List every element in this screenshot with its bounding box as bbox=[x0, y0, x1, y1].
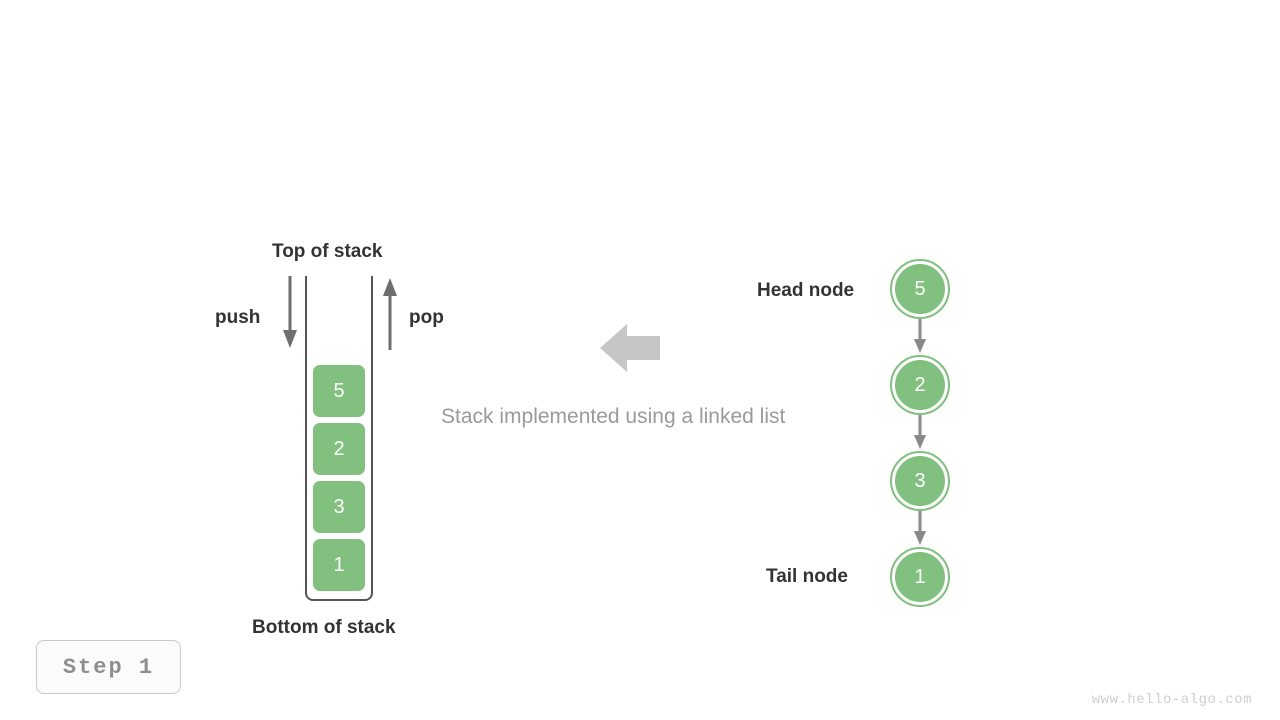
top-of-stack-label: Top of stack bbox=[272, 241, 383, 262]
linked-list-node: 5 bbox=[890, 259, 950, 319]
site-watermark: www.hello-algo.com bbox=[1091, 692, 1252, 708]
arrow-left-icon bbox=[600, 324, 660, 372]
linked-list-node: 3 bbox=[890, 451, 950, 511]
linked-list-node: 2 bbox=[890, 355, 950, 415]
linked-list-node-value: 1 bbox=[895, 552, 945, 602]
stack-cell: 5 bbox=[313, 365, 365, 417]
bottom-of-stack-label: Bottom of stack bbox=[252, 617, 396, 638]
stack-container bbox=[305, 276, 373, 601]
node-link-arrow-icon bbox=[914, 511, 926, 545]
push-arrow-icon bbox=[283, 276, 297, 348]
stack-cell: 2 bbox=[313, 423, 365, 475]
push-label: push bbox=[215, 307, 261, 328]
diagram-caption: Stack implemented using a linked list bbox=[441, 405, 786, 428]
node-link-arrow-icon bbox=[914, 415, 926, 449]
head-node-label: Head node bbox=[757, 280, 855, 301]
pop-arrow-icon bbox=[383, 278, 397, 350]
stack-cell: 1 bbox=[313, 539, 365, 591]
stack-cell: 3 bbox=[313, 481, 365, 533]
pop-label: pop bbox=[409, 307, 444, 328]
tail-node-label: Tail node bbox=[766, 566, 848, 587]
linked-list-node-value: 3 bbox=[895, 456, 945, 506]
linked-list-node-value: 2 bbox=[895, 360, 945, 410]
step-badge: Step 1 bbox=[36, 640, 181, 694]
node-link-arrow-icon bbox=[914, 319, 926, 353]
linked-list-node: 1 bbox=[890, 547, 950, 607]
linked-list-node-value: 5 bbox=[895, 264, 945, 314]
